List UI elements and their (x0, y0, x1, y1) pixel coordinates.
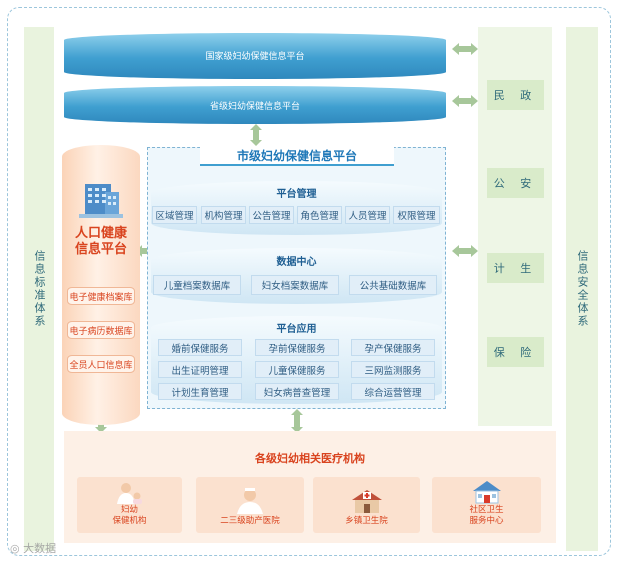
arrow-provincial-to-depts (452, 95, 478, 107)
population-platform-title-line1: 人口健康 (74, 226, 127, 241)
community-center-icon (472, 481, 501, 504)
data-center-title: 数据中心 (276, 257, 317, 268)
ehr-database: 电子健康档案库 (67, 287, 135, 305)
nurse-icon (237, 488, 263, 514)
population-info-database: 全员人口信息库 (67, 355, 135, 373)
chip-family-planning: 计划生育管理 (158, 383, 242, 400)
chip-region-management: 区域管理 (152, 206, 197, 224)
standards-strip-label: 信息标准体系 (33, 250, 46, 328)
chip-women-archive-db: 妇女档案数据库 (251, 275, 339, 295)
standards-strip: 信息标准体系 (24, 27, 54, 551)
chip-child-archive-db: 儿童档案数据库 (153, 275, 241, 295)
platform-management-title: 平台管理 (276, 189, 317, 200)
provincial-platform: 省级妇幼保健信息平台 (64, 86, 446, 124)
emr-database: 电子病历数据库 (67, 321, 135, 339)
dept-civil-affairs: 民 政 (487, 80, 544, 110)
chip-org-management: 机构管理 (201, 206, 246, 224)
chip-permission-management: 权限管理 (393, 206, 440, 224)
institution-mch-label-1: 妇幼 (120, 505, 138, 515)
dept-insurance: 保 险 (487, 337, 544, 367)
mother-child-icon (116, 483, 142, 504)
dept-family-planning: 计 生 (487, 253, 544, 283)
institution-hospital-label: 二三级助产医院 (220, 516, 280, 526)
security-strip-label: 信息安全体系 (576, 250, 589, 328)
chip-three-network-monitoring: 三网监测服务 (351, 361, 435, 378)
institution-community-label-2: 服务中心 (469, 516, 504, 526)
chip-integrated-operations: 综合运营管理 (351, 383, 435, 400)
arrow-city-to-depts (452, 245, 478, 257)
chip-women-disease-screening: 妇女病普查管理 (255, 383, 339, 400)
arrow-provincial-to-city (250, 124, 262, 146)
dept-public-security: 公 安 (487, 168, 544, 198)
chip-premarital-care: 婚前保健服务 (158, 339, 242, 356)
platform-applications-title: 平台应用 (276, 324, 317, 335)
chip-birth-certificate: 出生证明管理 (158, 361, 242, 378)
institution-township-label: 乡镇卫生院 (345, 516, 388, 526)
chip-preconception-care: 孕前保健服务 (255, 339, 339, 356)
population-platform-title: 人口健康 信息平台 (62, 226, 140, 258)
chip-public-base-db: 公共基础数据库 (349, 275, 437, 295)
institution-community: 社区卫生 服务中心 (432, 477, 541, 533)
outer-frame (7, 7, 611, 556)
watermark: ◎ 大数据 (10, 540, 56, 556)
provincial-platform-label: 省级妇幼保健信息平台 (209, 102, 300, 112)
population-platform-title-line2: 信息平台 (74, 242, 127, 257)
chip-notice-management: 公告管理 (249, 206, 294, 224)
arrow-city-to-institutions (291, 409, 303, 433)
chip-maternity-care: 孕产保健服务 (351, 339, 435, 356)
city-platform-title: 市级妇幼保健信息平台 (200, 146, 394, 166)
institutions-title: 各级妇幼相关医疗机构 (255, 452, 365, 465)
institution-mch: 妇幼 保健机构 (77, 477, 182, 533)
chip-child-care: 儿童保健服务 (255, 361, 339, 378)
building-icon (79, 184, 123, 218)
watermark-logo-icon: ◎ (10, 542, 24, 555)
national-platform-label: 国家级妇幼保健信息平台 (205, 52, 305, 62)
arrow-national-to-depts (452, 43, 478, 55)
watermark-text: 大数据 (23, 542, 57, 555)
national-platform: 国家级妇幼保健信息平台 (64, 33, 446, 79)
chip-role-management: 角色管理 (297, 206, 342, 224)
health-center-icon (351, 490, 382, 513)
security-strip: 信息安全体系 (566, 27, 598, 551)
institution-township: 乡镇卫生院 (313, 477, 420, 533)
chip-staff-management: 人员管理 (345, 206, 390, 224)
institution-mch-label-2: 保健机构 (112, 516, 147, 526)
institution-community-label-1: 社区卫生 (469, 505, 504, 515)
institution-hospital: 二三级助产医院 (196, 477, 304, 533)
